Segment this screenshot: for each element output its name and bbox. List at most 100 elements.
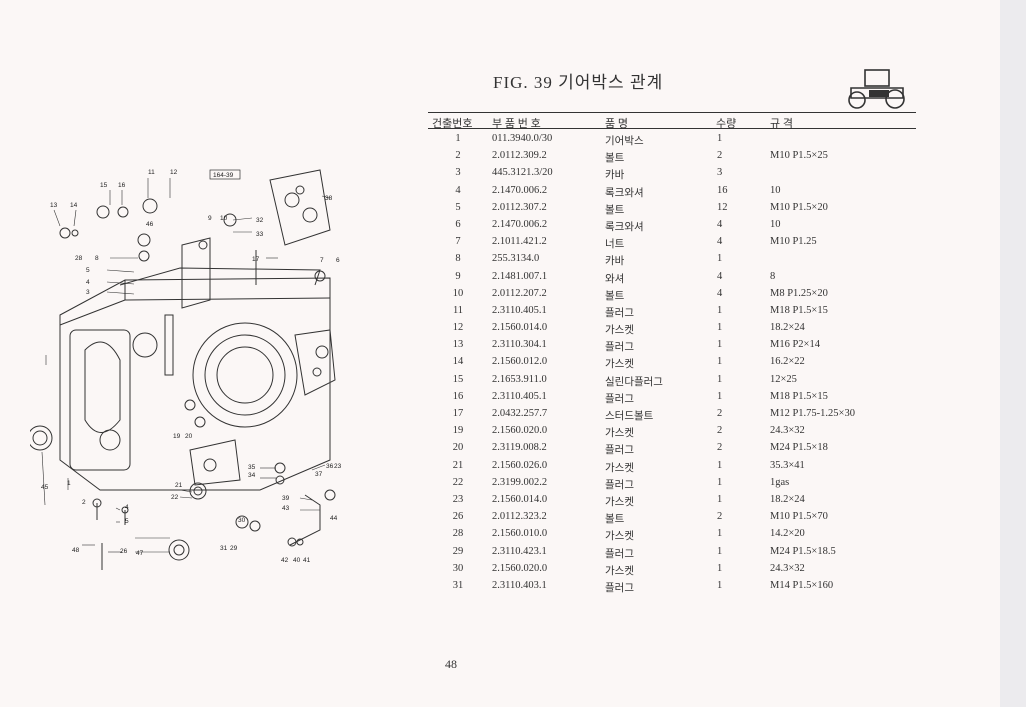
callout-number: 28 <box>75 255 83 262</box>
callout-number: 7 <box>320 257 324 264</box>
callout-number: 11 <box>148 169 155 176</box>
row-part-number: 2.3199.002.2 <box>492 476 548 488</box>
callout-number: 17 <box>252 256 260 263</box>
row-part-name: 볼트 <box>605 153 625 165</box>
callout-number: 5 <box>86 267 90 274</box>
row-quantity: 4 <box>717 236 723 248</box>
callout-number: 6 <box>336 257 340 264</box>
row-index: 21 <box>452 459 464 471</box>
row-quantity: 4 <box>717 218 723 230</box>
callout-number: 12 <box>170 169 178 176</box>
callout-number: 3 <box>86 289 90 296</box>
row-spec: 18.2×24 <box>770 322 805 334</box>
row-quantity: 1 <box>717 253 723 265</box>
row-part-number: 2.3119.008.2 <box>492 442 547 454</box>
row-part-name: 볼트 <box>605 290 625 302</box>
row-index: 2 <box>455 150 461 162</box>
row-part-number: 2.3110.405.1 <box>492 390 547 402</box>
row-index: 13 <box>452 339 464 351</box>
callout-number: 42 <box>281 557 289 564</box>
row-quantity: 1 <box>717 133 723 144</box>
callout-number: 43 <box>282 505 290 512</box>
callout-number: 1 <box>67 480 71 487</box>
row-index: 19 <box>452 425 464 437</box>
row-part-name: 기어박스 <box>605 136 644 147</box>
rear-cover <box>269 169 331 246</box>
row-spec: M10 P1.5×25 <box>770 150 828 162</box>
row-quantity: 1 <box>717 476 723 488</box>
row-spec: M24 P1.5×18.5 <box>770 545 836 557</box>
row-spec: 18.2×24 <box>770 493 805 505</box>
row-part-name: 가스켓 <box>605 359 634 371</box>
row-part-name: 볼트 <box>605 204 625 216</box>
row-part-number: 2.0432.257.7 <box>492 408 548 419</box>
row-spec: M10 P1.25 <box>770 236 817 248</box>
row-part-number: 2.1560.014.0 <box>492 322 548 334</box>
row-part-number: 2.0112.309.2 <box>492 150 547 162</box>
row-part-name: 록크와셔 <box>605 187 644 199</box>
row-index: 11 <box>452 304 464 316</box>
row-spec: M18 P1.5×15 <box>770 390 828 402</box>
row-quantity: 1 <box>717 579 723 591</box>
row-quantity: 1 <box>717 493 723 505</box>
callout-number: 38 <box>325 195 333 202</box>
row-part-number: 2.1560.012.0 <box>492 356 548 368</box>
row-quantity: 3 <box>717 167 723 179</box>
row-index: 6 <box>455 218 461 230</box>
callout-number: 29 <box>230 545 238 552</box>
row-index: 15 <box>452 373 464 385</box>
row-part-number: 2.1011.421.2 <box>492 236 547 248</box>
row-spec: 1gas <box>770 476 790 488</box>
row-part-number: 2.3110.403.1 <box>492 579 547 591</box>
callout-number: 35 <box>248 464 256 471</box>
row-spec: 10 <box>770 184 781 196</box>
row-quantity: 1 <box>717 339 723 351</box>
row-quantity: 1 <box>717 545 723 557</box>
header-index: 건출번호 <box>432 118 473 130</box>
row-spec: M16 P2×14 <box>770 339 820 351</box>
row-part-number: 2.0112.307.2 <box>492 201 547 213</box>
callout-number: 19 <box>173 433 181 440</box>
header-part-name: 품 명 <box>605 118 628 130</box>
gear-plate <box>181 237 211 309</box>
table-row: 7 2.1011.421.2 너트 4 M10 P1.25 <box>428 236 916 253</box>
row-part-name: 실린다플러그 <box>605 376 663 388</box>
row-quantity: 16 <box>717 184 728 196</box>
row-index: 31 <box>452 579 464 591</box>
callout-number: 8 <box>95 255 99 262</box>
callout-number: 45 <box>41 484 49 491</box>
row-quantity: 1 <box>717 322 723 334</box>
callout-number: 23 <box>334 463 342 470</box>
row-part-name: 스터드볼트 <box>605 411 654 422</box>
row-part-name: 너트 <box>605 239 625 251</box>
row-quantity: 2 <box>717 408 723 419</box>
row-quantity: 2 <box>717 511 723 523</box>
row-part-number: 2.1560.026.0 <box>492 459 548 471</box>
row-part-number: 2.1560.010.0 <box>492 528 548 540</box>
row-spec: 24.3×32 <box>770 425 805 437</box>
row-index: 7 <box>455 236 461 248</box>
callout-number: 2 <box>82 499 86 506</box>
row-part-number: 011.3940.0/30 <box>492 133 553 144</box>
row-quantity: 2 <box>717 150 723 162</box>
row-part-name: 볼트 <box>605 514 625 526</box>
row-index: 20 <box>452 442 464 454</box>
row-part-number: 2.1470.006.2 <box>492 184 548 196</box>
table-top-rule <box>428 112 916 113</box>
row-part-name: 플러그 <box>605 582 634 594</box>
